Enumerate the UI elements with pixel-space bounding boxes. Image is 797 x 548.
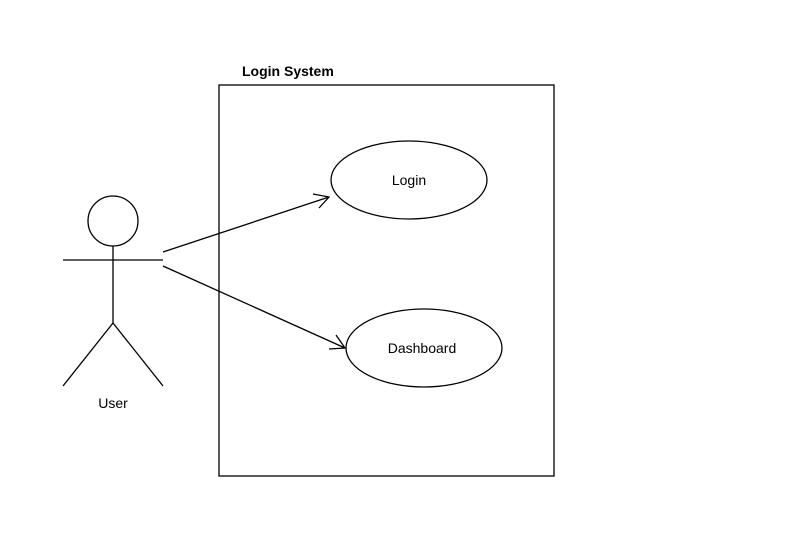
use-case-dashboard: Dashboard <box>345 308 503 388</box>
association-line-dashboard <box>162 265 346 349</box>
actor-name: User <box>98 395 128 411</box>
actor-head <box>87 195 139 247</box>
use-case-login: Login <box>330 140 488 220</box>
use-case-dashboard-label: Dashboard <box>388 340 457 356</box>
use-case-login-ellipse <box>330 140 488 220</box>
association-line-login <box>162 196 330 253</box>
arrowhead-login <box>312 193 331 209</box>
system-title: Login System <box>242 63 334 79</box>
actor-left-leg <box>62 322 114 387</box>
system-boundary-box <box>218 84 555 477</box>
actor-right-leg <box>112 322 164 387</box>
system-boundary: Login System <box>218 63 555 477</box>
use-case-login-label: Login <box>392 172 426 188</box>
actor-user: User <box>62 195 164 411</box>
association-login <box>162 193 331 253</box>
association-dashboard <box>162 265 347 350</box>
use-case-dashboard-ellipse <box>345 308 503 388</box>
arrowhead-dashboard <box>328 334 347 350</box>
